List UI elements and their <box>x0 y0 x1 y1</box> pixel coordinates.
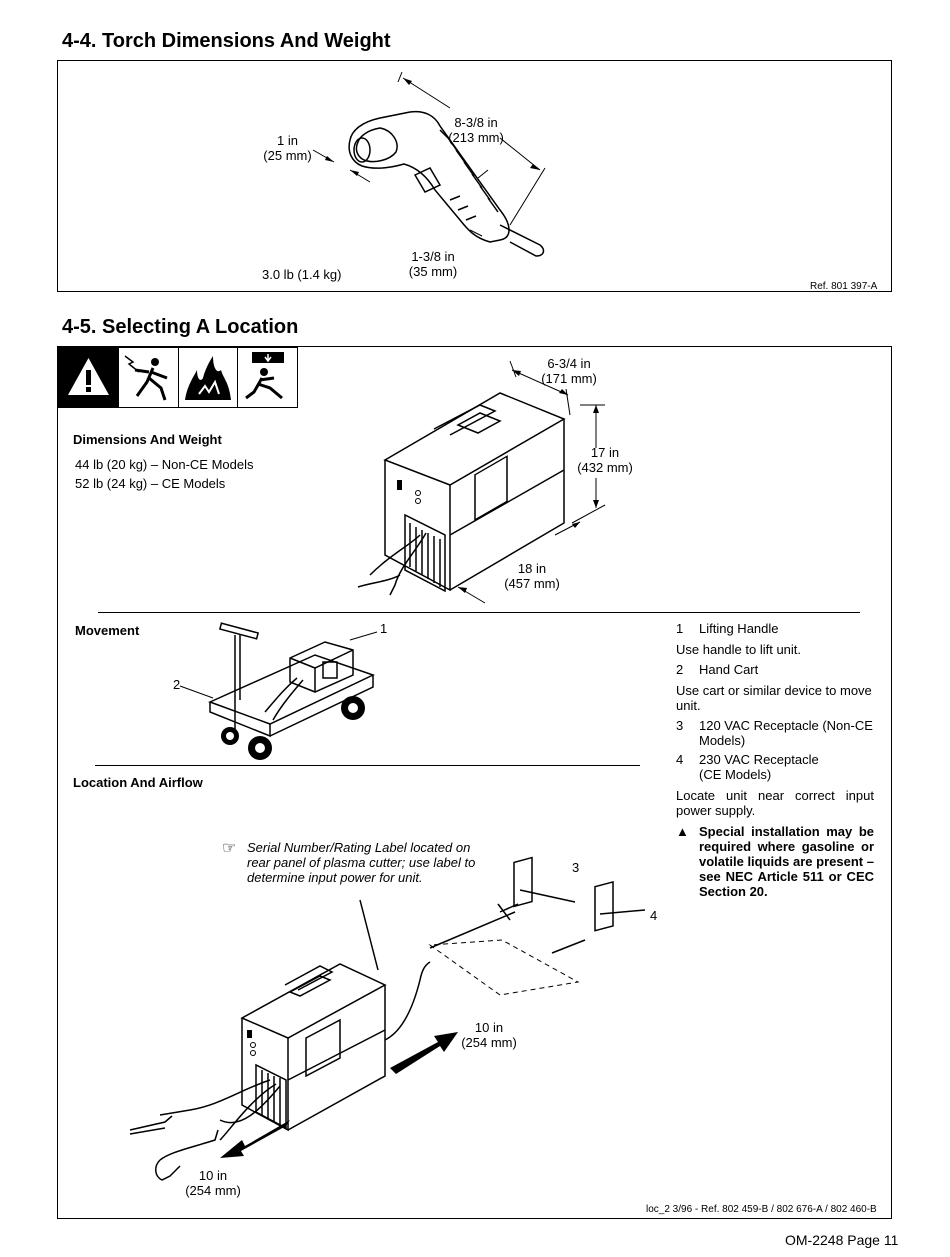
legend-item-4: 4 230 VAC Receptacle (CE Models) <box>676 752 819 782</box>
section-title-location: 4-5. Selecting A Location <box>62 316 299 338</box>
location-figure-box <box>57 346 892 1219</box>
torch-ref: Ref. 801 397-A <box>810 281 878 292</box>
weight-non-ce: 44 lb (20 kg) – Non-CE Models <box>75 457 254 472</box>
location-heading: Location And Airflow <box>73 775 203 790</box>
torch-weight: 3.0 lb (1.4 kg) <box>262 267 342 282</box>
callout-3: 3 <box>572 860 580 875</box>
divider-top <box>98 612 860 613</box>
weight-ce: 52 lb (24 kg) – CE Models <box>75 476 226 491</box>
safety-warning-strip <box>58 347 298 408</box>
fire-hazard-icon <box>177 348 238 407</box>
hand-cart-illustration <box>179 622 378 760</box>
unit-width-dim: 18 in(457 mm) <box>504 561 560 591</box>
dims-weight-heading: Dimensions And Weight <box>73 432 222 447</box>
legend-item-2: 2 Hand Cart <box>676 662 759 677</box>
legend-special-installation: Special installation may be required whe… <box>699 824 874 899</box>
callout-4: 4 <box>650 908 658 923</box>
pointing-hand-icon: ☞ <box>222 840 237 857</box>
clearance-front-dim: 10 in(254 mm) <box>185 1168 241 1198</box>
legend-use-handle: Use handle to lift unit. <box>676 642 802 657</box>
warning-triangle-icon <box>59 348 118 407</box>
callout-2: 2 <box>173 677 181 692</box>
torch-illustration <box>312 71 546 257</box>
callout-1: 1 <box>380 621 388 636</box>
clearance-right-dim: 10 in(254 mm) <box>461 1020 517 1050</box>
legend-locate: Locate unit near correct input power sup… <box>676 788 874 818</box>
torch-width-dim: 1-3/8 in(35 mm) <box>408 249 458 279</box>
airflow-illustration <box>129 856 646 1181</box>
caution-triangle-icon: ▲ <box>676 824 689 839</box>
torch-length-dim: 8-3/8 in(213 mm) <box>448 115 504 145</box>
unit-height-dim: 17 in(432 mm) <box>577 445 633 475</box>
section-title-torch: 4-4. Torch Dimensions And Weight <box>62 30 391 52</box>
divider-middle <box>95 765 640 766</box>
location-ref: loc_2 3/96 - Ref. 802 459-B / 802 676-A … <box>646 1204 877 1215</box>
plasma-unit-illustration <box>357 360 606 604</box>
legend-item-1: 1 Lifting Handle <box>676 621 779 636</box>
movement-heading: Movement <box>75 623 140 638</box>
falling-equipment-icon <box>237 348 297 407</box>
legend-item-3: 3 120 VAC Receptacle (Non-CE Models) <box>676 718 873 748</box>
electric-shock-icon <box>117 348 178 407</box>
torch-tip-dim: 1 in(25 mm) <box>263 133 312 163</box>
unit-depth-dim: 6-3/4 in(171 mm) <box>541 356 597 386</box>
page-number: OM-2248 Page 11 <box>785 1232 899 1248</box>
torch-figure-box <box>57 60 892 292</box>
rating-label-note: Serial Number/Rating Label located on re… <box>247 840 476 885</box>
